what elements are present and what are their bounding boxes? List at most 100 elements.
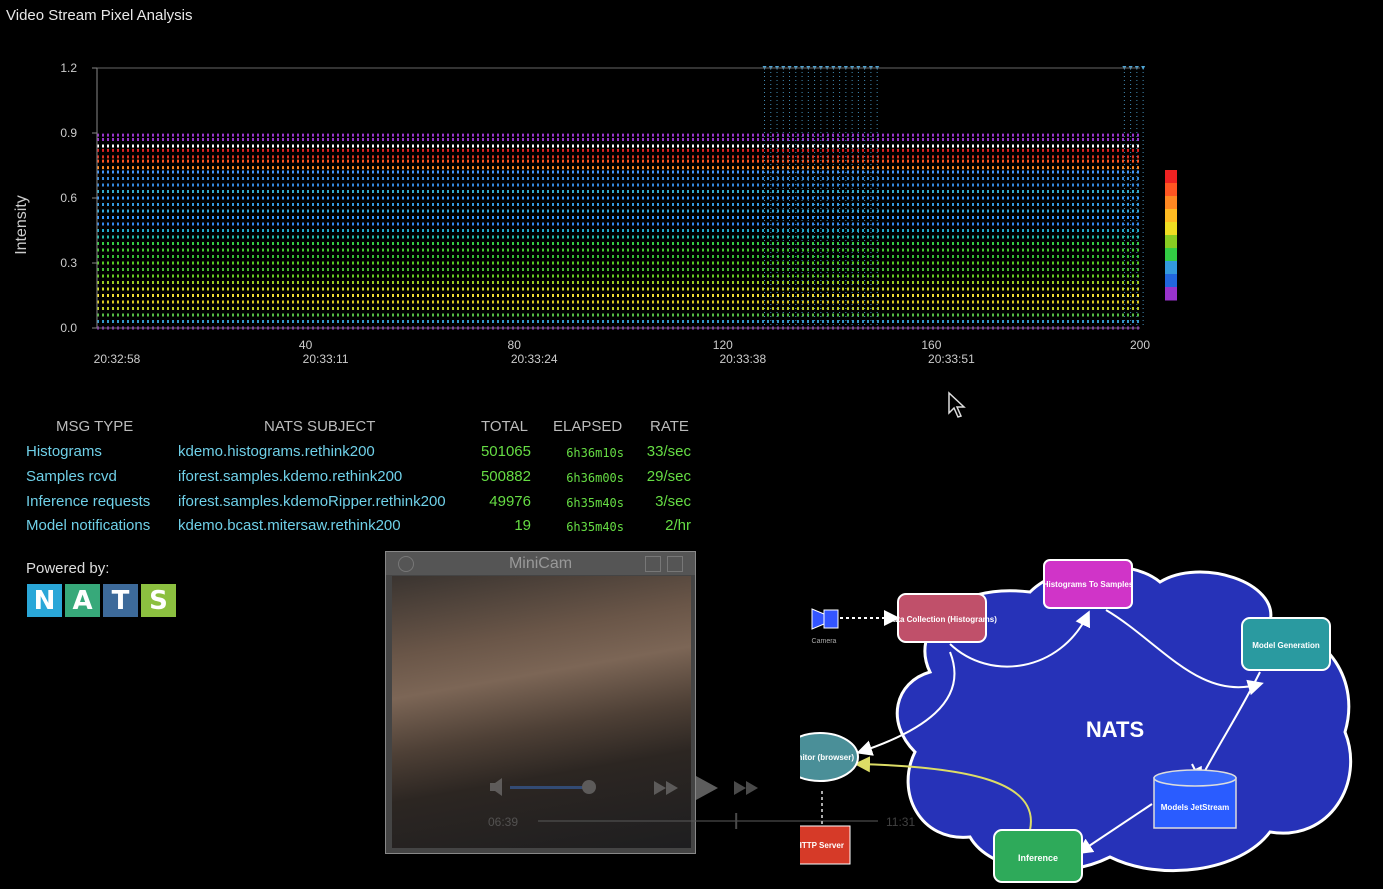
inference-label: Inference	[1018, 853, 1058, 863]
total-time: 11:31	[886, 815, 915, 829]
legend-swatch	[1165, 222, 1177, 236]
architecture-diagram: NATS Camera Data Collection (Histograms)…	[800, 559, 1353, 883]
elapsed-time: 6h35m40s	[566, 496, 624, 510]
x-tick-time: 20:33:11	[303, 352, 349, 366]
legend-swatch	[1165, 209, 1177, 223]
logo-letter: A	[65, 584, 100, 617]
connector-lines	[840, 609, 1264, 855]
x-tick-label: 120	[713, 338, 733, 352]
disturbance-points	[762, 66, 1146, 328]
y-axis-label: Intensity	[13, 195, 30, 255]
disturbance-marker	[1141, 66, 1146, 70]
window-menu-icon[interactable]	[398, 556, 414, 572]
x-tick-time: 20:33:38	[719, 352, 766, 366]
logo-letter: T	[103, 584, 138, 617]
y-tick-label: 0.3	[60, 256, 77, 270]
header-msg-type: MSG TYPE	[56, 418, 134, 435]
color-legend	[1165, 170, 1177, 301]
model-generation-label: Model Generation	[1252, 641, 1320, 650]
minicam-titlebar[interactable]: MiniCam	[386, 552, 695, 575]
header-nats-subject: NATS SUBJECT	[264, 418, 376, 435]
legend-swatch	[1165, 170, 1177, 184]
nats-subject: kdemo.histograms.rethink200	[178, 443, 375, 460]
data-collection-node	[897, 593, 987, 643]
total-count: 49976	[489, 493, 531, 510]
chart-axes: 0.00.30.60.91.220:32:584020:33:118020:33…	[60, 61, 1150, 366]
x-tick-time: 20:33:24	[511, 352, 558, 366]
legend-swatch	[1165, 248, 1177, 262]
pixel-intensity-chart: 0.00.30.60.91.220:32:584020:33:118020:33…	[13, 61, 1177, 366]
volume-icon[interactable]	[490, 778, 502, 796]
elapsed-time: 6h35m40s	[566, 520, 624, 534]
rewind-icon[interactable]	[654, 781, 678, 795]
camera-video-feed	[392, 576, 691, 848]
x-tick-label: 40	[299, 338, 313, 352]
nats-cloud-label: NATS	[1086, 717, 1144, 742]
msg-type: Model notifications	[26, 517, 151, 534]
x-tick-time: 20:32:58	[94, 352, 141, 366]
y-tick-label: 0.0	[60, 321, 77, 335]
inference-monitor-link	[854, 756, 1032, 831]
intensity-bands	[97, 133, 1140, 330]
window-title: Video Stream Pixel Analysis	[6, 7, 193, 24]
models-jetstream-node	[1153, 769, 1237, 829]
minicam-title: MiniCam	[508, 555, 573, 572]
total-count: 501065	[480, 443, 531, 460]
powered-by-label: Powered by:	[26, 560, 110, 577]
msg-type: Inference requests	[26, 493, 151, 510]
elapsed-time: 6h36m10s	[566, 446, 624, 460]
volume-knob[interactable]	[582, 780, 596, 794]
rate: 2/hr	[665, 517, 691, 534]
minimize-icon[interactable]	[645, 556, 661, 572]
nats-subject: iforest.samples.kdemo.rethink200	[178, 468, 403, 485]
rate: 29/sec	[646, 468, 691, 485]
legend-swatch	[1165, 261, 1177, 275]
models-jetstream-label: Models JetStream	[1161, 803, 1229, 812]
histograms-to-samples-label: Histograms To Samples	[1043, 580, 1134, 589]
header-rate: RATE	[650, 418, 689, 435]
header-elapsed: ELAPSED	[553, 418, 623, 435]
y-tick-label: 0.6	[60, 191, 77, 205]
y-tick-label: 1.2	[60, 61, 77, 75]
legend-swatch	[1165, 235, 1177, 249]
x-tick-label: 160	[921, 338, 941, 352]
fast-forward-icon[interactable]	[734, 781, 758, 795]
nats-subject: kdemo.bcast.mitersaw.rethink200	[178, 517, 401, 534]
volume-slider[interactable]	[510, 786, 590, 789]
seek-bar[interactable]	[538, 820, 878, 822]
histograms-to-samples-node	[1043, 559, 1133, 609]
legend-swatch	[1165, 196, 1177, 210]
elapsed-time: 6h36m00s	[566, 471, 624, 485]
current-time: 06:39	[488, 815, 518, 829]
video-player-controls[interactable]: 06:39 11:31	[478, 768, 928, 838]
total-count: 19	[514, 517, 531, 534]
x-tick-label: 80	[508, 338, 522, 352]
total-count: 500882	[480, 468, 531, 485]
nats-subject: iforest.samples.kdemoRipper.rethink200	[178, 493, 446, 510]
x-tick-label: 200	[1130, 338, 1150, 352]
http-server-label: HTTP Server	[800, 841, 844, 850]
logo-letter: N	[27, 584, 62, 617]
data-collection-label: Data Collection (Histograms)	[887, 615, 997, 624]
model-generation-node	[1241, 617, 1331, 671]
minicam-window[interactable]: MiniCam	[385, 551, 696, 854]
x-tick-time: 20:33:51	[928, 352, 975, 366]
play-icon[interactable]	[696, 776, 718, 800]
logo-letter: S	[141, 584, 176, 617]
inference-node	[993, 829, 1083, 883]
header-total: TOTAL	[481, 418, 528, 435]
seek-knob[interactable]	[735, 813, 738, 829]
legend-swatch	[1165, 287, 1177, 301]
legend-swatch	[1165, 183, 1177, 197]
mouse-cursor-icon	[948, 391, 966, 418]
http-server-node	[800, 825, 851, 865]
msg-type: Histograms	[26, 443, 102, 460]
msg-type: Samples rcvd	[26, 468, 117, 485]
rate: 33/sec	[646, 443, 691, 460]
nats-logo: N A T S	[27, 584, 176, 617]
y-tick-label: 0.9	[60, 126, 77, 140]
rate: 3/sec	[655, 493, 691, 510]
legend-swatch	[1165, 274, 1177, 288]
monitor-label: Monitor (browser)	[800, 753, 854, 762]
close-icon[interactable]	[667, 556, 683, 572]
